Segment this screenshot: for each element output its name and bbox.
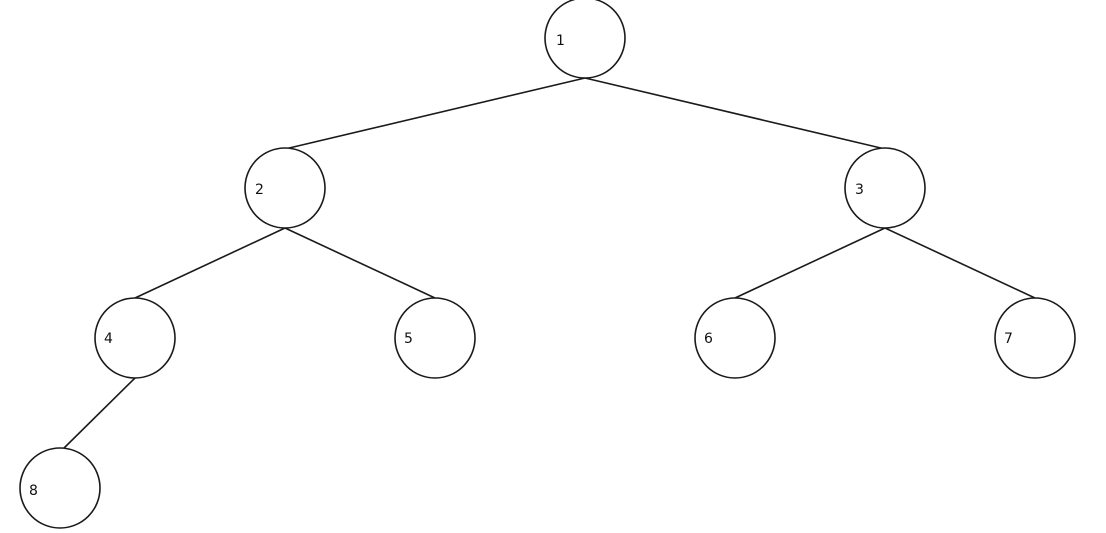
node-circle (994, 297, 1076, 379)
edge-1-2 (284, 77, 586, 150)
node-label: 5 (404, 331, 413, 347)
edge-1-3 (584, 77, 886, 150)
tree-node-6: 6 (694, 297, 776, 379)
node-circle (844, 147, 926, 229)
node-circle (19, 447, 101, 529)
edges (59, 77, 1036, 453)
node-circle (244, 147, 326, 229)
edge-4-8 (59, 377, 136, 453)
node-label: 6 (704, 331, 713, 347)
tree-node-4: 4 (94, 297, 176, 379)
node-label: 8 (29, 483, 38, 499)
node-circle (694, 297, 776, 379)
tree-node-5: 5 (394, 297, 476, 379)
tree-node-3: 3 (844, 147, 926, 229)
node-circle (544, 0, 626, 79)
node-label: 4 (104, 331, 113, 347)
tree-node-2: 2 (244, 147, 326, 229)
node-label: 3 (855, 182, 864, 198)
tree-node-7: 7 (994, 297, 1076, 379)
edge-2-5 (284, 227, 436, 299)
edge-3-7 (884, 227, 1036, 299)
node-circle (94, 297, 176, 379)
node-label: 2 (255, 182, 264, 198)
node-label: 7 (1004, 331, 1013, 347)
tree-node-1: 1 (544, 0, 626, 79)
tree-node-8: 8 (19, 447, 101, 529)
edge-3-6 (734, 227, 886, 299)
node-label: 1 (556, 33, 565, 49)
node-circle (394, 297, 476, 379)
edge-2-4 (134, 227, 286, 299)
